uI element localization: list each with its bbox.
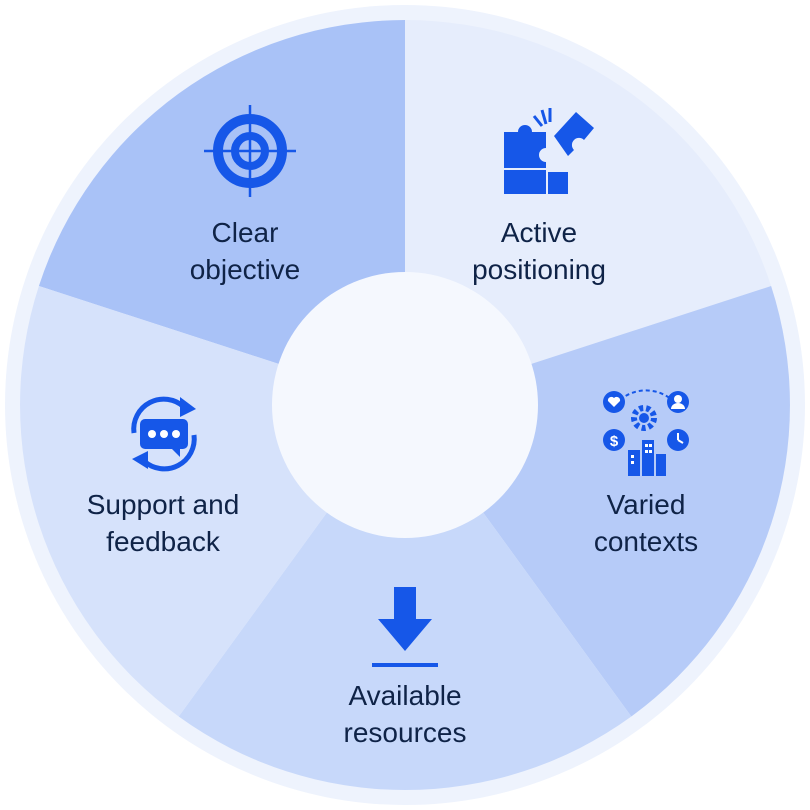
- label-active-positioning: Active positioning: [409, 214, 669, 288]
- target-icon: [204, 105, 296, 197]
- label-line: feedback: [106, 526, 220, 557]
- label-clear-objective: Clear objective: [115, 214, 375, 288]
- label-varied-contexts: Varied contexts: [516, 486, 776, 560]
- label-line: Clear: [211, 217, 279, 248]
- puzzle-icon: [504, 108, 594, 194]
- svg-text:$: $: [610, 433, 619, 450]
- label-line: positioning: [472, 254, 606, 285]
- label-line: contexts: [593, 526, 699, 557]
- label-line: Varied: [606, 489, 686, 520]
- center-circle: [272, 272, 538, 538]
- label-support-feedback: Support and feedback: [33, 486, 293, 560]
- label-line: Available: [348, 680, 462, 711]
- label-line: Active: [500, 217, 578, 248]
- label-line: resources: [343, 717, 467, 748]
- context-network-icon: $: [603, 389, 689, 476]
- chat-refresh-icon: [131, 396, 197, 472]
- download-icon: [372, 587, 438, 667]
- label-line: Support and: [86, 489, 240, 520]
- label-available-resources: Available resources: [275, 677, 535, 751]
- label-line: objective: [189, 254, 301, 285]
